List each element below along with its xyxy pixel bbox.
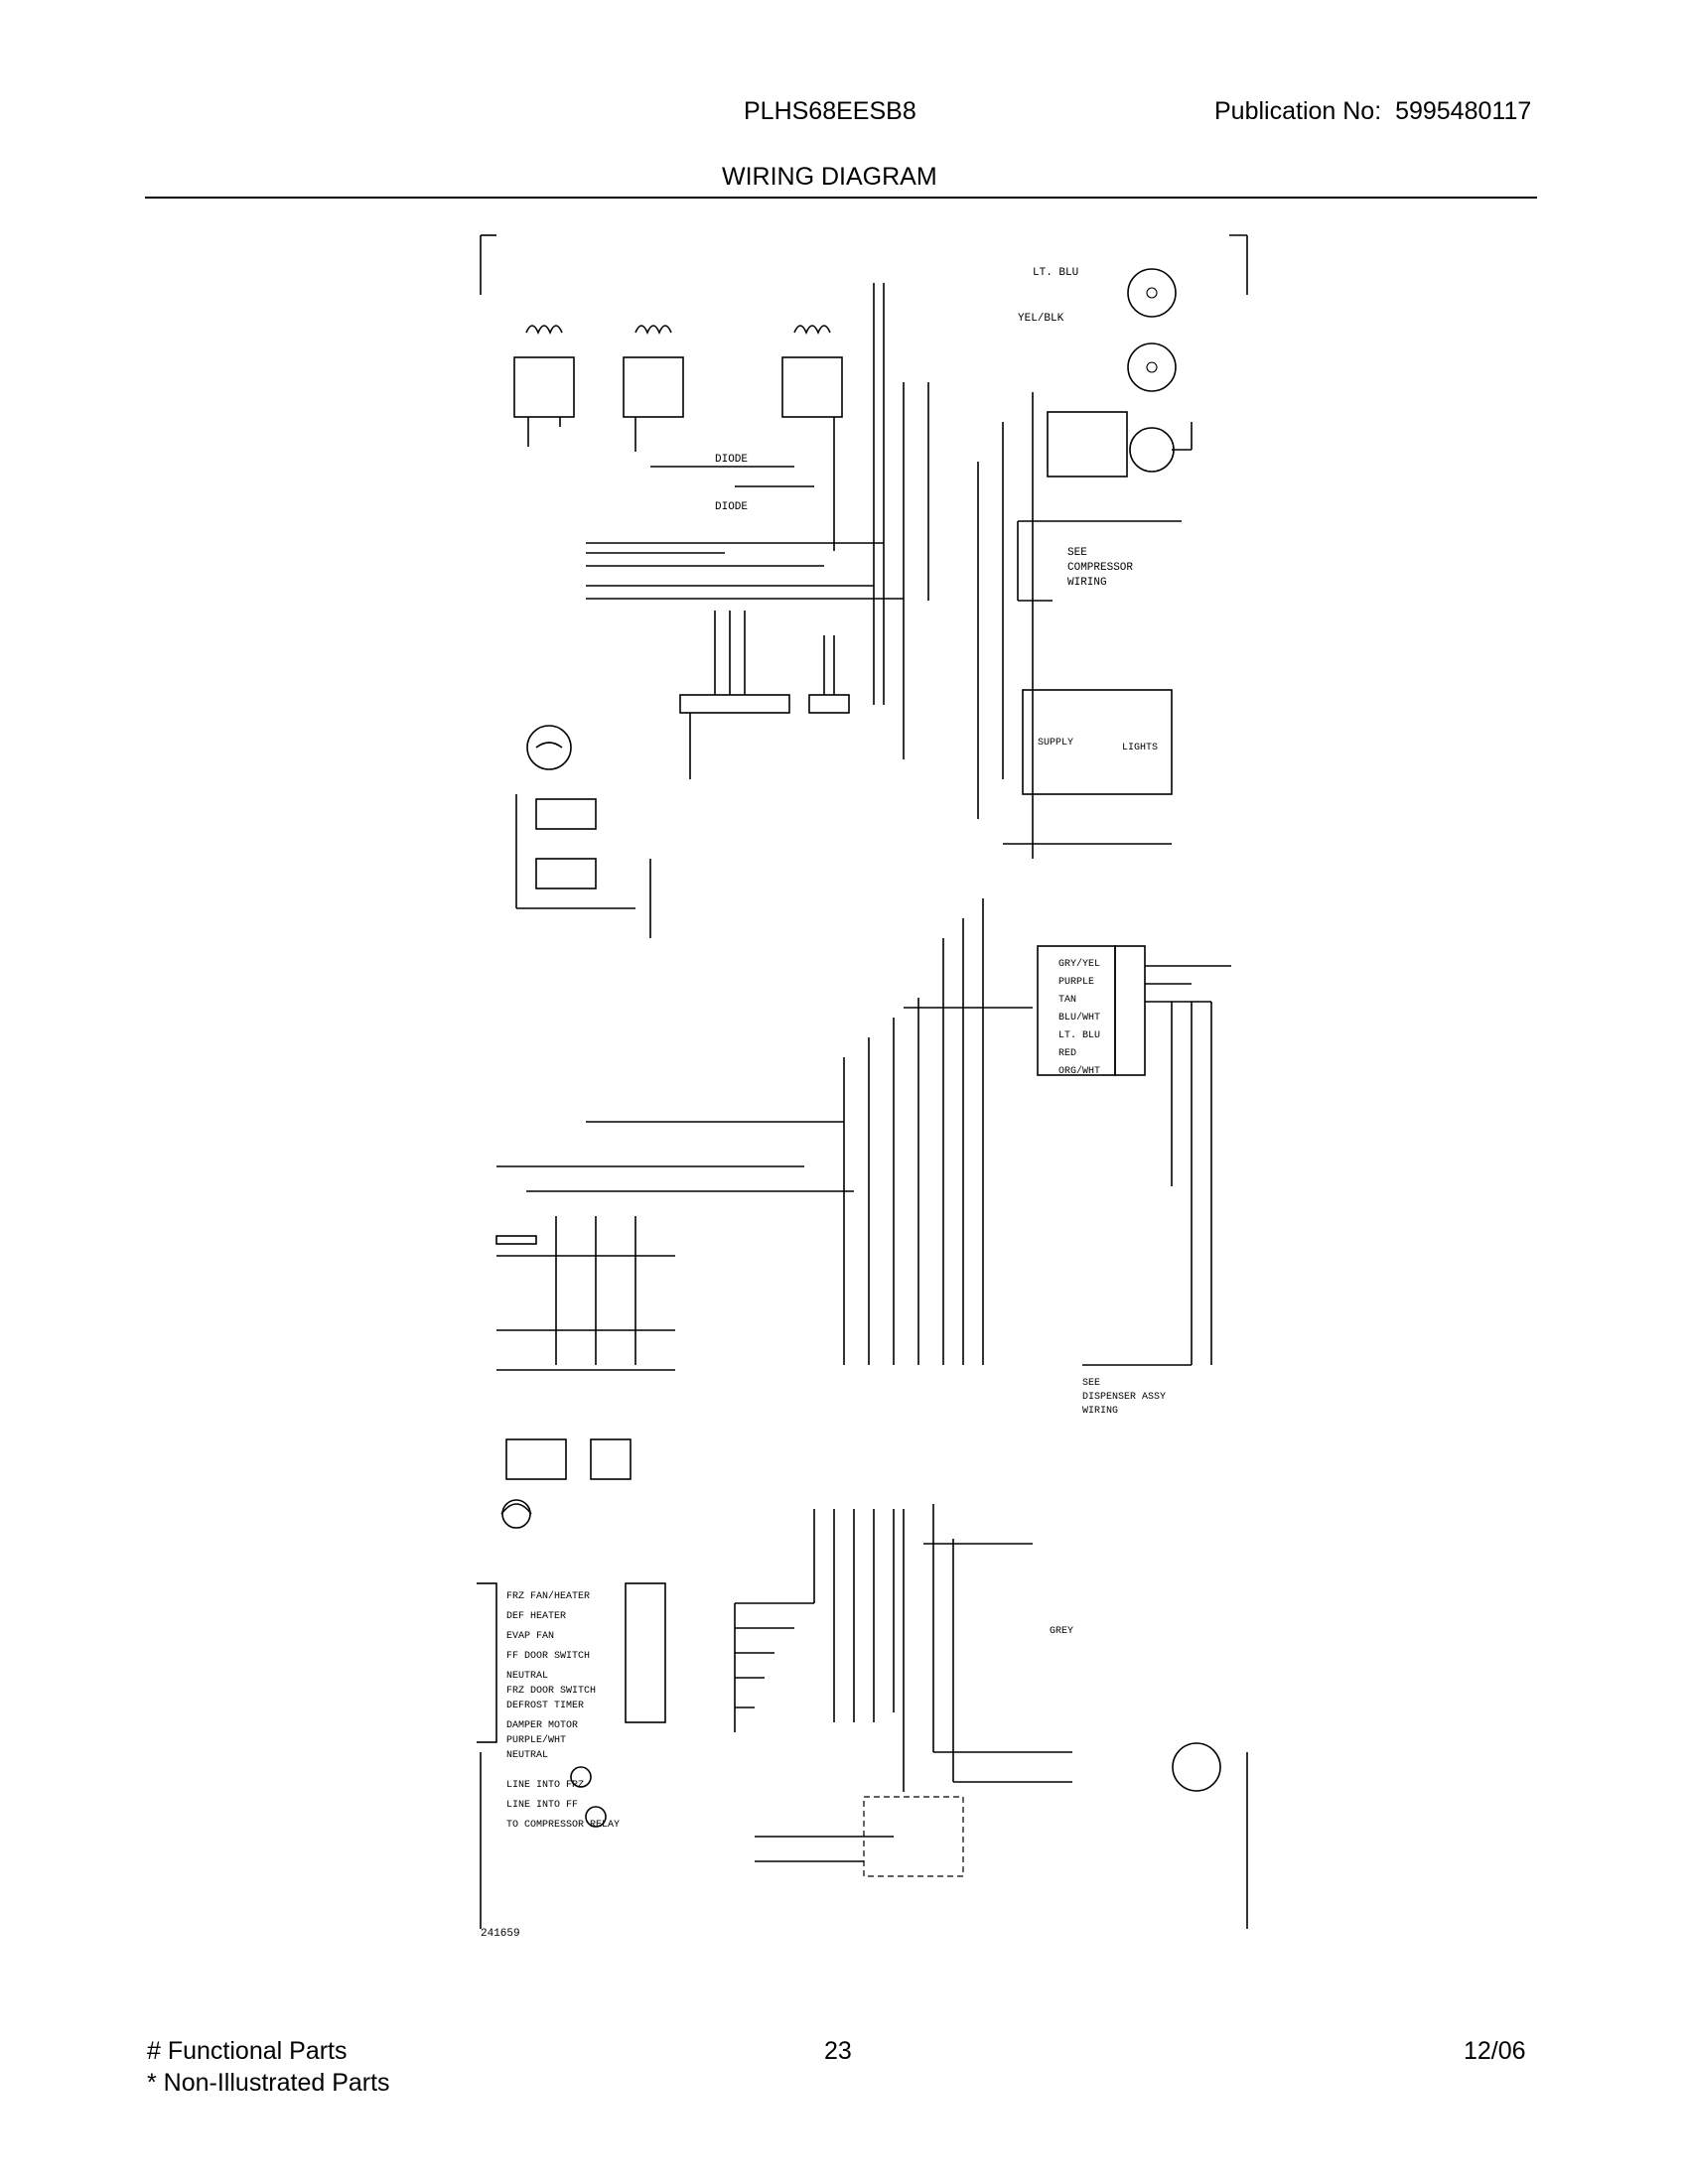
control-board: FRZ FAN/HEATER DEF HEATER EVAP FAN FF DO… [477, 1582, 666, 1831]
board-fn-7: DEFROST TIMER [506, 1701, 584, 1711]
lights-label: LIGHTS [1122, 743, 1158, 753]
harness-color-6: RED [1058, 1048, 1076, 1059]
non-illustrated-parts-note: * Non-Illustrated Parts [147, 2069, 390, 2097]
board-fn-11: LINE INTO FRZ [506, 1780, 584, 1791]
compressor-relay [570, 1766, 964, 1877]
connector-left-rows [495, 1235, 675, 1371]
harness-color-2: PURPLE [1058, 977, 1094, 988]
compressor-wiring-box: SEE COMPRESSOR WIRING [1017, 411, 1182, 602]
harness-color-4: BLU/WHT [1058, 1012, 1100, 1024]
board-fn-1: FRZ FAN/HEATER [506, 1590, 590, 1602]
harness-connector-right: GRY/YEL PURPLE TAN BLU/WHT LT. BLU RED O… [1037, 945, 1231, 1365]
diode-label: DIODE [715, 454, 748, 466]
publication-info: Publication No: 5995480117 [1214, 97, 1531, 126]
fan-motor-1 [1127, 268, 1193, 473]
board-fn-10: NEUTRAL [506, 1750, 548, 1761]
supply-lights-box: SUPPLY LIGHTS [1003, 689, 1173, 845]
board-fn-9: PURPLE/WHT [506, 1734, 566, 1746]
functional-parts-note: # Functional Parts [147, 2037, 348, 2065]
wire-bundle [586, 283, 1034, 859]
supply-label: SUPPLY [1038, 738, 1073, 749]
solenoid-coil-2 [623, 325, 684, 452]
board-fn-6: FRZ DOOR SWITCH [506, 1686, 596, 1697]
lt-blu-label: LT. BLU [1033, 267, 1078, 279]
wiring-label: WIRING [1067, 577, 1107, 589]
connector-top [679, 611, 850, 779]
relay-block-left [515, 794, 651, 938]
harness-color-1: GRY/YEL [1058, 958, 1100, 970]
dispenser-assy: DISPENSER ASSY [1082, 1392, 1166, 1403]
model-number: PLHS68EESB8 [744, 97, 916, 125]
board-fn-2: DEF HEATER [506, 1611, 566, 1622]
page-number: 23 [824, 2037, 852, 2065]
lower-wires: GREY [734, 1504, 1073, 1792]
relay-lower-left [500, 1438, 632, 1529]
yel-blk-label: YEL/BLK [1018, 313, 1064, 325]
drawing-number: 241659 [481, 1928, 520, 1940]
main-wires [496, 898, 1033, 1365]
wiring-diagram: SEE COMPRESSOR WIRING LT. BLU YEL/BLK DI… [477, 234, 1248, 1940]
dispenser-wiring: WIRING [1082, 1406, 1118, 1417]
motor-left [526, 725, 572, 770]
dispenser-assy-label: SEE DISPENSER ASSY WIRING [1082, 1364, 1192, 1417]
evap-fan-motor [1172, 1742, 1221, 1792]
diode-label-2: DIODE [715, 501, 748, 513]
board-fn-5: NEUTRAL [506, 1671, 548, 1682]
revision-date: 12/06 [1464, 2037, 1526, 2065]
harness-color-5: LT. BLU [1058, 1030, 1100, 1041]
compressor-label: COMPRESSOR [1067, 562, 1133, 574]
diagram-frame [480, 234, 1248, 1929]
solenoid-coil-3 [781, 325, 843, 551]
publication-number: 5995480117 [1395, 97, 1532, 125]
board-fn-13: TO COMPRESSOR RELAY [506, 1820, 620, 1831]
grey-label: GREY [1050, 1626, 1073, 1637]
dispenser-see: SEE [1082, 1378, 1100, 1389]
harness-color-7: ORG/WHT [1058, 1065, 1100, 1077]
board-fn-3: EVAP FAN [506, 1631, 554, 1642]
page-title: WIRING DIAGRAM [722, 163, 937, 191]
header-rule [145, 197, 1537, 199]
board-fn-12: LINE INTO FF [506, 1800, 578, 1811]
harness-color-3: TAN [1058, 995, 1076, 1006]
board-fn-4: FF DOOR SWITCH [506, 1651, 590, 1662]
solenoid-coil-1 [513, 325, 575, 447]
publication-label: Publication No: [1214, 97, 1382, 125]
see-label: SEE [1067, 547, 1087, 559]
board-fn-8: DAMPER MOTOR [506, 1720, 578, 1731]
diode: DIODE DIODE [650, 454, 814, 513]
